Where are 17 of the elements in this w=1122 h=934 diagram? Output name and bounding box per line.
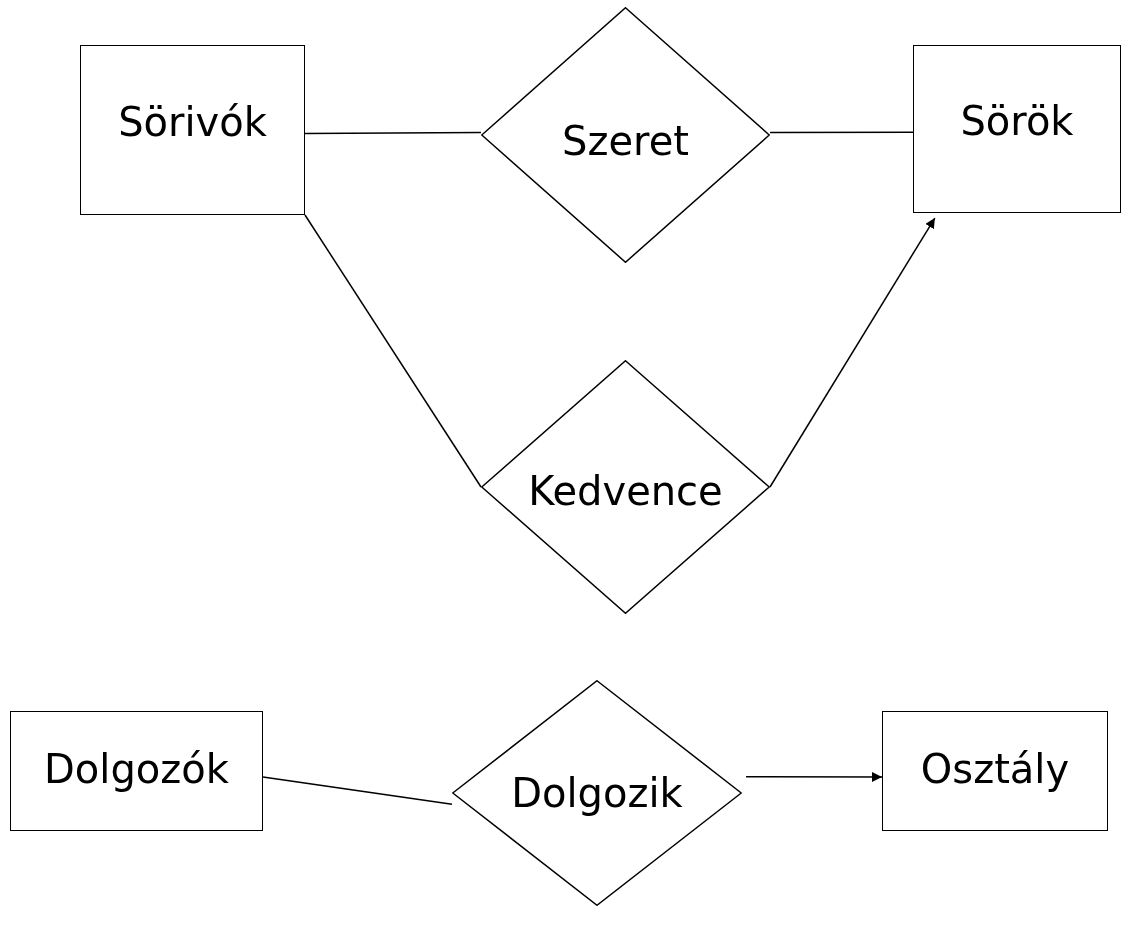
relationship-label: Kedvence xyxy=(528,468,723,514)
entity-label: Dolgozók xyxy=(44,746,229,792)
entity-box xyxy=(913,45,1121,213)
arrow xyxy=(769,217,936,488)
relationship-label: Szeret xyxy=(562,118,689,164)
entity-box xyxy=(80,45,305,215)
entity-label: Sörök xyxy=(960,98,1074,144)
relationship-label: Dolgozik xyxy=(511,770,683,816)
arrow xyxy=(745,772,883,782)
entity-box xyxy=(10,711,263,831)
connector-line xyxy=(304,131,482,135)
entity-label: Osztály xyxy=(920,746,1070,792)
entity-box xyxy=(882,711,1108,831)
entity-label: Sörivók xyxy=(118,99,267,145)
connector-line xyxy=(769,131,914,134)
connector-line xyxy=(262,776,453,806)
connector-line xyxy=(304,214,482,488)
